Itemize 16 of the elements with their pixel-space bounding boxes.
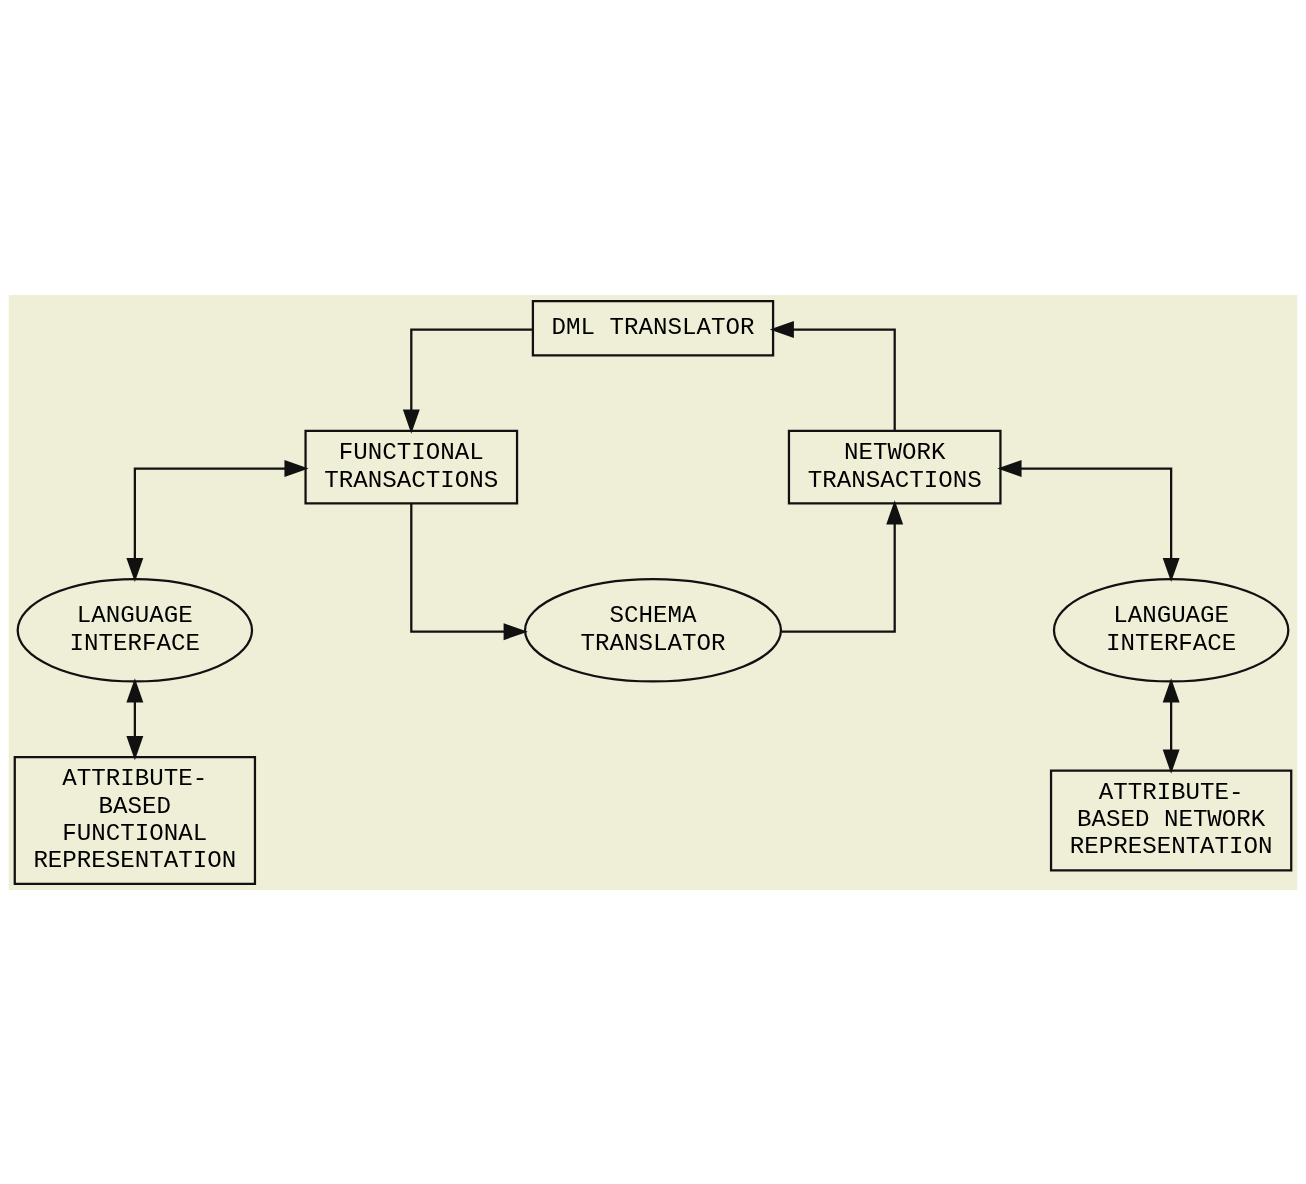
arrow bbox=[997, 459, 1180, 582]
arrow bbox=[781, 499, 904, 633]
node-box: FUNCTIONAL TRANSACTIONS bbox=[304, 429, 519, 505]
node-ellipse: LANGUAGE INTERFACE bbox=[1052, 577, 1290, 683]
arrow bbox=[126, 677, 144, 760]
node-ellipse: SCHEMA TRANSLATOR bbox=[523, 577, 783, 683]
node-box: ATTRIBUTE- BASED FUNCTIONAL REPRESENTATION bbox=[13, 755, 257, 885]
node-box: NETWORK TRANSACTIONS bbox=[787, 429, 1002, 505]
node-ellipse: LANGUAGE INTERFACE bbox=[16, 577, 254, 683]
arrow bbox=[769, 320, 896, 430]
arrow bbox=[402, 327, 533, 434]
arrow bbox=[1162, 677, 1180, 774]
node-box: DML TRANSLATOR bbox=[531, 299, 775, 357]
node-box: ATTRIBUTE- BASED NETWORK REPRESENTATION bbox=[1049, 769, 1293, 871]
arrow bbox=[126, 459, 309, 582]
arrow bbox=[410, 503, 528, 640]
